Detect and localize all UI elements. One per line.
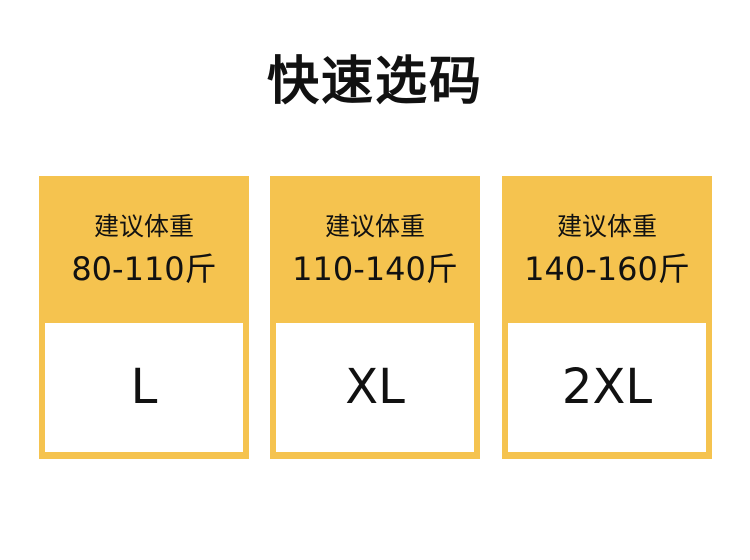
size-card-header: 建议体重 110-140斤	[270, 176, 480, 322]
size-card-weight-range: 140-160斤	[524, 250, 690, 288]
size-card-size: L	[130, 359, 158, 415]
size-card-header: 建议体重 80-110斤	[39, 176, 249, 322]
size-card-body: L	[45, 323, 243, 452]
size-card-size: 2XL	[561, 359, 653, 415]
size-card-weight-range: 110-140斤	[292, 250, 458, 288]
size-card-label: 建议体重	[93, 212, 194, 241]
size-card-weight-range: 80-110斤	[71, 250, 217, 288]
size-card-xl[interactable]: 建议体重 110-140斤 XL	[270, 176, 480, 459]
size-card-header: 建议体重 140-160斤	[502, 176, 712, 322]
page-title: 快速选码	[266, 52, 483, 112]
size-card-body: 2XL	[508, 323, 706, 452]
size-card-l[interactable]: 建议体重 80-110斤 L	[39, 176, 249, 459]
size-card-label: 建议体重	[324, 212, 425, 241]
size-card-size: XL	[345, 359, 405, 415]
size-card-2xl[interactable]: 建议体重 140-160斤 2XL	[502, 176, 712, 459]
size-card-label: 建议体重	[556, 212, 657, 241]
size-card-body: XL	[276, 323, 474, 452]
